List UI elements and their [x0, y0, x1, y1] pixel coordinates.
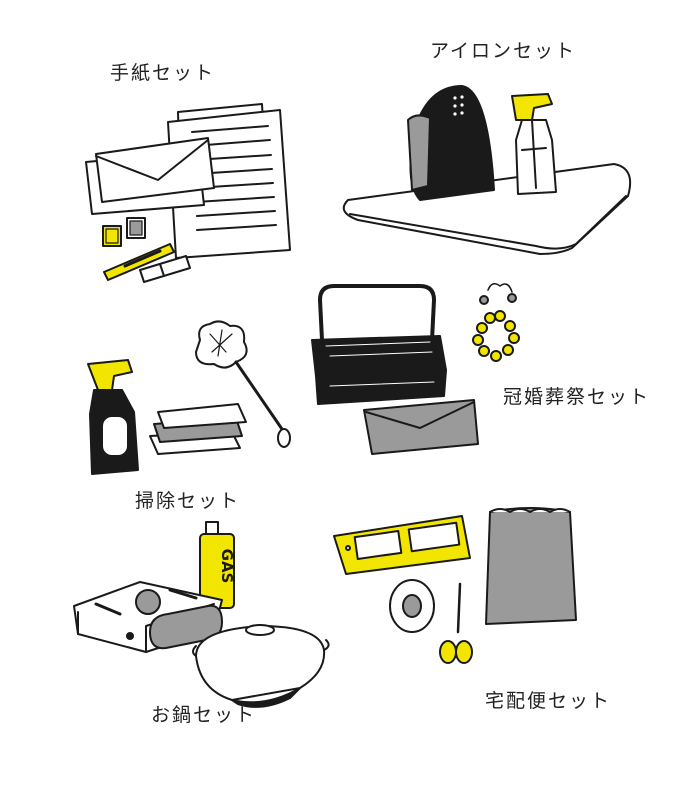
shipping-label-icon: [333, 515, 471, 575]
scissors-icon: [439, 582, 473, 664]
hotpot-set-label: お鍋セット: [151, 704, 257, 726]
envelope-icon: [85, 137, 215, 215]
ceremony-set-label: 冠婚葬祭セット: [503, 386, 651, 408]
cleaner-spray-icon: [87, 359, 139, 475]
cleaning-set-label: 掃除セット: [135, 490, 241, 512]
ceremony-set-group: [311, 282, 520, 455]
stamp-icon: [102, 217, 146, 247]
iron-icon: [407, 85, 495, 201]
letter-set-label: 手紙セット: [110, 62, 216, 84]
iron-set-label: アイロンセット: [430, 40, 577, 62]
gift-box-icon: [311, 284, 447, 405]
cleaning-set-group: [87, 320, 291, 475]
spray-bottle-icon: [511, 93, 557, 195]
iron-set-group: [342, 85, 632, 255]
prayer-beads-icon: [472, 282, 520, 362]
pen-icon: [103, 243, 175, 281]
cloths-icon: [149, 403, 247, 455]
gas-can-text: GAS: [218, 549, 236, 584]
hotpot-set-group: [73, 521, 330, 708]
portable-stove-icon: [73, 581, 223, 653]
delivery-set-label: 宅配便セット: [485, 690, 612, 712]
delivery-set-group: [333, 507, 577, 664]
fukusa-icon: [363, 399, 479, 455]
tape-roll-icon: [389, 579, 435, 633]
glue-stick-icon: [139, 255, 191, 283]
paper-bag-icon: [485, 507, 577, 625]
pot-icon: [192, 624, 330, 708]
ironing-board-icon: [342, 163, 632, 255]
handy-duster-icon: [195, 320, 291, 448]
letter-set-group: [85, 103, 291, 283]
